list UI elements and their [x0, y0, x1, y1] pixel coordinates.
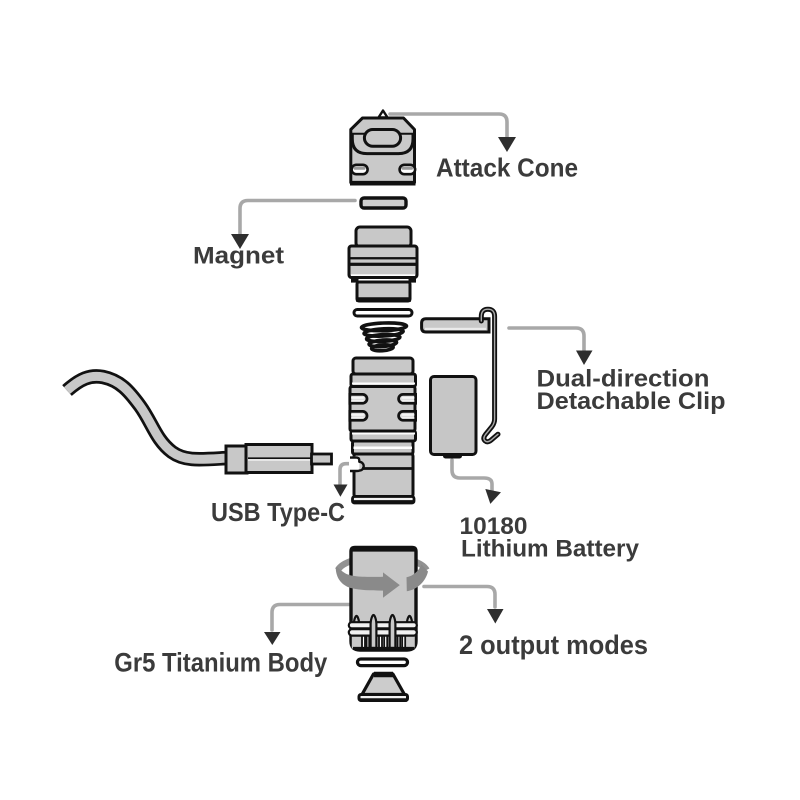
svg-text:Attack Cone: Attack Cone: [436, 152, 578, 182]
svg-text:Detachable Clip: Detachable Clip: [537, 388, 726, 415]
svg-text:Magnet: Magnet: [193, 243, 284, 270]
svg-text:Gr5 Titanium Body: Gr5 Titanium Body: [114, 648, 327, 678]
svg-text:2 output modes: 2 output modes: [459, 630, 648, 660]
svg-text:Dual-direction: Dual-direction: [537, 365, 710, 392]
svg-text:10180: 10180: [460, 513, 528, 540]
svg-text:Lithium Battery: Lithium Battery: [461, 535, 640, 562]
svg-text:USB Type-C: USB Type-C: [211, 497, 345, 527]
